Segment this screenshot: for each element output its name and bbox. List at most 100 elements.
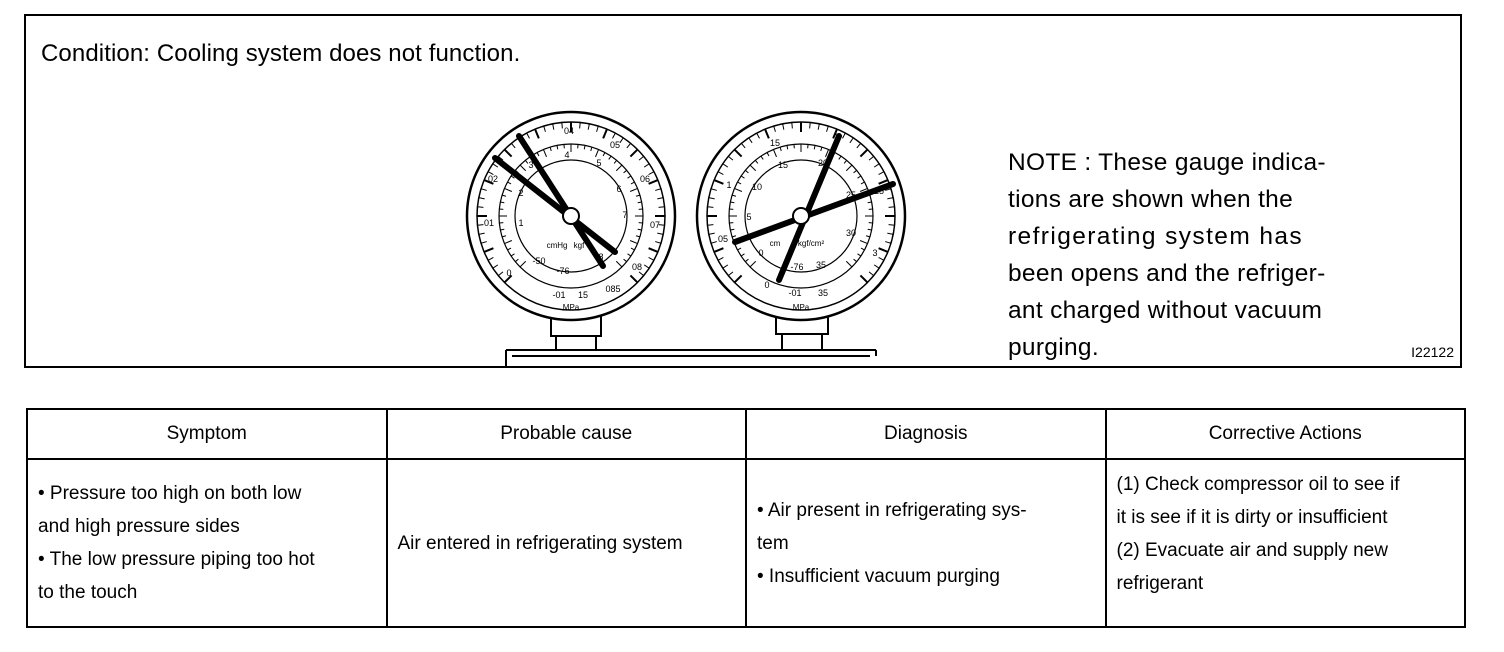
gauge-tick <box>717 257 724 261</box>
gauge-label: -01 <box>552 290 565 300</box>
gauge-tick <box>730 228 735 231</box>
gauge-tick <box>556 145 559 150</box>
gauge-tick <box>655 241 662 244</box>
gauge-label: 1 <box>518 218 523 228</box>
gauge-tick <box>478 232 485 235</box>
gauge-tick <box>627 175 632 179</box>
gauge-tick <box>764 128 770 139</box>
gauge-tick <box>503 274 513 284</box>
gauge-tick <box>860 181 865 185</box>
gauge-tick <box>602 128 608 139</box>
gauge-tick <box>887 197 894 200</box>
gauge-tick <box>500 228 505 231</box>
gauge-tick <box>498 155 504 161</box>
gauge-tick <box>708 232 715 235</box>
gauge-tick <box>838 155 842 160</box>
gauge-tick <box>737 181 742 185</box>
gauge-tick <box>629 148 639 158</box>
header-diagnosis: Diagnosis <box>745 408 1107 460</box>
action-line: (2) Evacuate air and supply new <box>1116 540 1388 561</box>
gauge-tick <box>655 188 662 191</box>
gauge-label: 7 <box>622 210 627 220</box>
gauge-tick <box>602 152 606 157</box>
gauge-tick <box>630 247 635 251</box>
gauge-tick <box>748 137 753 144</box>
gauge-tick <box>710 241 717 244</box>
note-line: been opens and the refriger- <box>1008 260 1326 287</box>
gauge-tick <box>638 271 644 277</box>
gauge-tick <box>737 247 742 251</box>
high-gauge-needles <box>732 133 896 283</box>
gauge-tick <box>786 145 789 150</box>
gauge-tick <box>648 179 659 185</box>
diagnosis-line: • Air present in refrigerating sys- <box>757 499 1027 521</box>
gauge-label: -76 <box>790 262 803 272</box>
gauge-tick <box>503 148 513 158</box>
gauge-label: 25 <box>846 190 856 200</box>
gauge-tick <box>733 274 743 284</box>
gauge-tick <box>630 181 635 185</box>
diagnosis-line: • Insufficient vacuum purging <box>757 565 1000 587</box>
gauge-unit: kgf <box>574 241 585 250</box>
gauge-tick <box>480 241 487 244</box>
gauge-tick <box>740 175 745 179</box>
gauge-tick <box>710 188 717 191</box>
gauge-label: 01 <box>484 218 494 228</box>
gauge-tick <box>873 264 880 269</box>
gauge-tick <box>477 206 484 208</box>
gauge-tick <box>657 232 664 235</box>
figure-id: I22122 <box>1411 344 1454 360</box>
gauge-label: 35 <box>816 260 826 270</box>
gauge-tick <box>733 148 743 158</box>
gauge-label: 08 <box>632 262 642 272</box>
gauge-tick <box>515 258 519 263</box>
gauge-label: 15 <box>778 160 788 170</box>
gauge-tick <box>561 122 563 129</box>
gauge-tick <box>853 169 857 174</box>
low-gauge-unit-labels: cmHg kgf MPa <box>547 241 586 312</box>
gauge-tick <box>885 241 892 244</box>
gauge-tick <box>478 197 485 200</box>
header-symptom: Symptom <box>26 408 388 460</box>
gauge-tick <box>728 271 734 277</box>
gauge-tick <box>648 257 655 261</box>
gauge-label: -76 <box>556 266 569 276</box>
gauge-tick <box>868 271 874 277</box>
symptom-line: • The low pressure piping too hot <box>38 549 315 570</box>
gauge-diagram: -50 -76 1 2 3 4 5 6 7 8 0 01 02 04 05 06… <box>465 110 907 368</box>
gauge-tick <box>510 253 515 257</box>
gauge-label: 35 <box>818 288 828 298</box>
gauge-tick <box>754 160 759 164</box>
gauge-label: 4 <box>564 150 569 160</box>
gauge-tick <box>501 235 507 238</box>
gauge-tick <box>504 187 513 192</box>
gauge-tick <box>791 122 793 129</box>
gauge-tick <box>749 260 757 268</box>
gauge-label: 5 <box>596 158 601 168</box>
gauge-label: 05 <box>610 140 620 150</box>
gauge-unit: MPa <box>563 303 580 312</box>
gauge-tick <box>619 137 624 144</box>
gauge-tick <box>487 257 494 261</box>
gauge-tick <box>842 132 846 139</box>
cell-probable-cause: Air entered in refrigerating system <box>385 458 747 628</box>
gauge-tick <box>845 260 853 268</box>
gauge-label: 2 <box>518 188 523 198</box>
gauge-tick <box>583 145 586 150</box>
gauge-tick <box>888 224 895 226</box>
gauge-tick <box>867 228 872 231</box>
gauge-label: 30 <box>846 228 856 238</box>
gauge-tick <box>487 171 494 175</box>
gauge-tick <box>536 152 540 157</box>
gauge-tick <box>722 163 729 168</box>
gauge-label: 3 <box>528 160 533 170</box>
gauge-tick <box>658 206 665 208</box>
gauge-tick <box>745 169 749 174</box>
action-line: (1) Check compressor oil to see if <box>1116 474 1400 495</box>
gauge-unit: cmHg <box>547 241 568 250</box>
gauge-tick <box>587 123 590 130</box>
gauge-tick <box>552 123 555 130</box>
gauge-tick <box>501 194 507 197</box>
gauge-tick <box>519 164 527 172</box>
gauge-unit: kgf/cm² <box>798 239 825 248</box>
